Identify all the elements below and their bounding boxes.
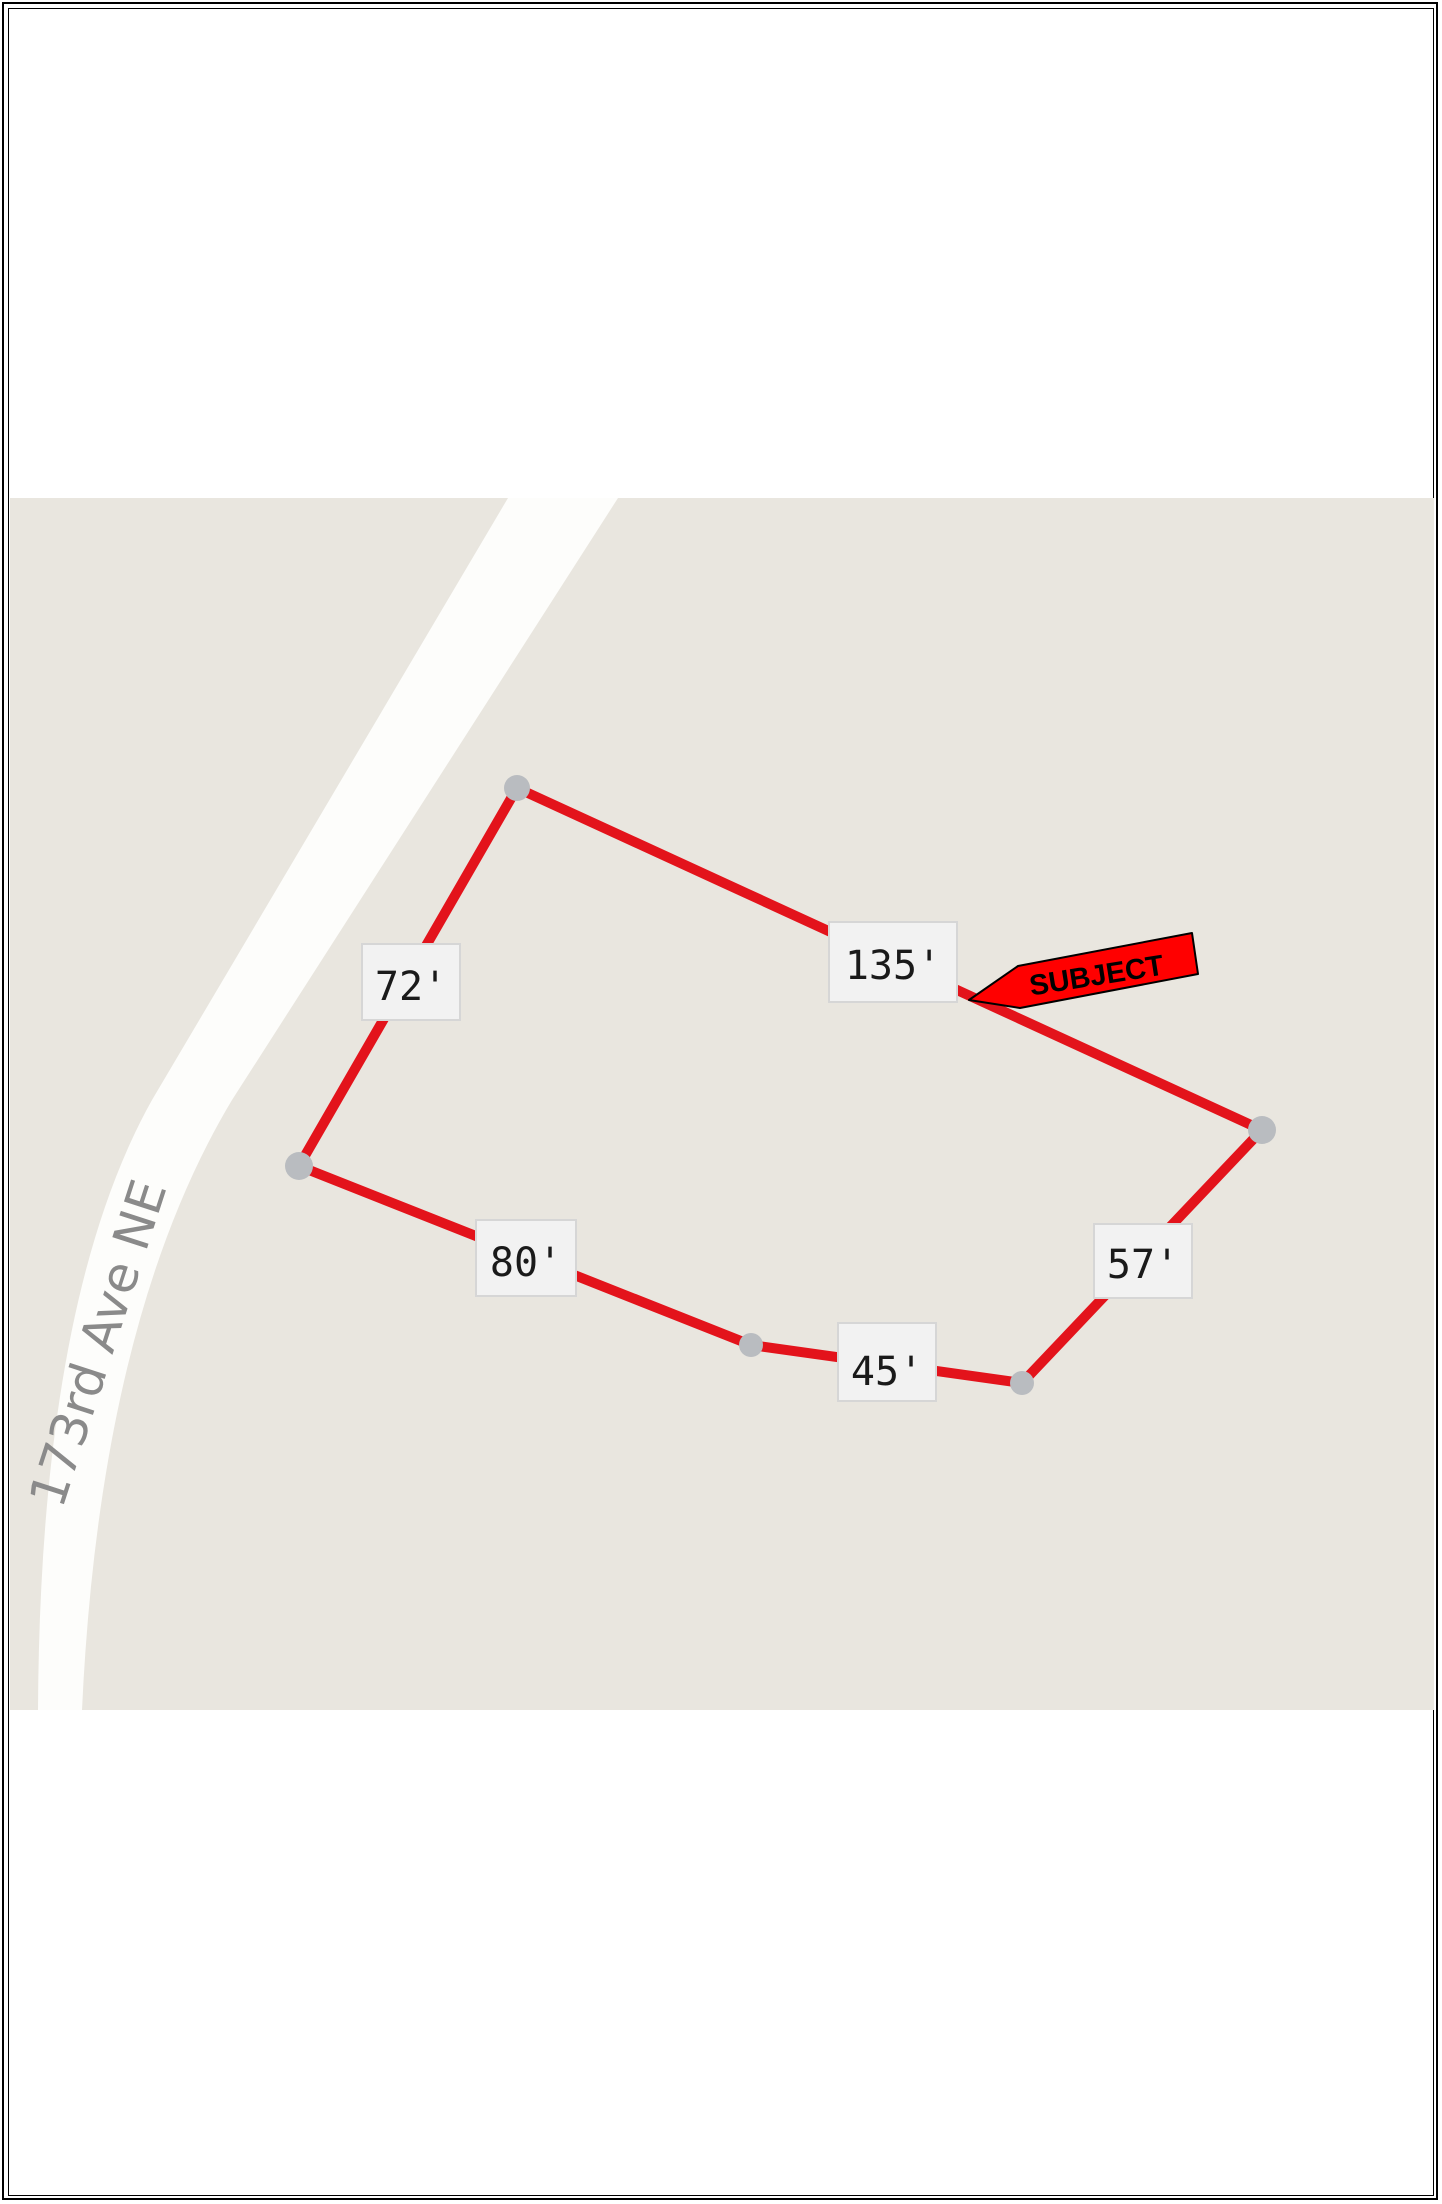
dimension-label-135: 135': [828, 921, 958, 1003]
dimension-label-72: 72': [361, 943, 461, 1021]
vertex-south-east[interactable]: [1010, 1371, 1034, 1395]
dimension-label-57: 57': [1093, 1223, 1193, 1299]
dimension-label-45: 45': [837, 1322, 937, 1402]
dimension-text-80: 80': [490, 1240, 562, 1286]
dimension-label-80: 80': [475, 1219, 577, 1297]
dimension-text-135: 135': [845, 943, 941, 989]
vertex-north[interactable]: [504, 775, 530, 801]
dimension-text-72: 72': [375, 964, 447, 1010]
road-173rd-ave-ne: [38, 498, 618, 1710]
vertex-west[interactable]: [285, 1152, 313, 1180]
vertex-east[interactable]: [1248, 1116, 1276, 1144]
dimension-text-57: 57': [1107, 1242, 1179, 1288]
vertex-south[interactable]: [739, 1333, 763, 1357]
dimension-text-45: 45': [851, 1349, 923, 1395]
